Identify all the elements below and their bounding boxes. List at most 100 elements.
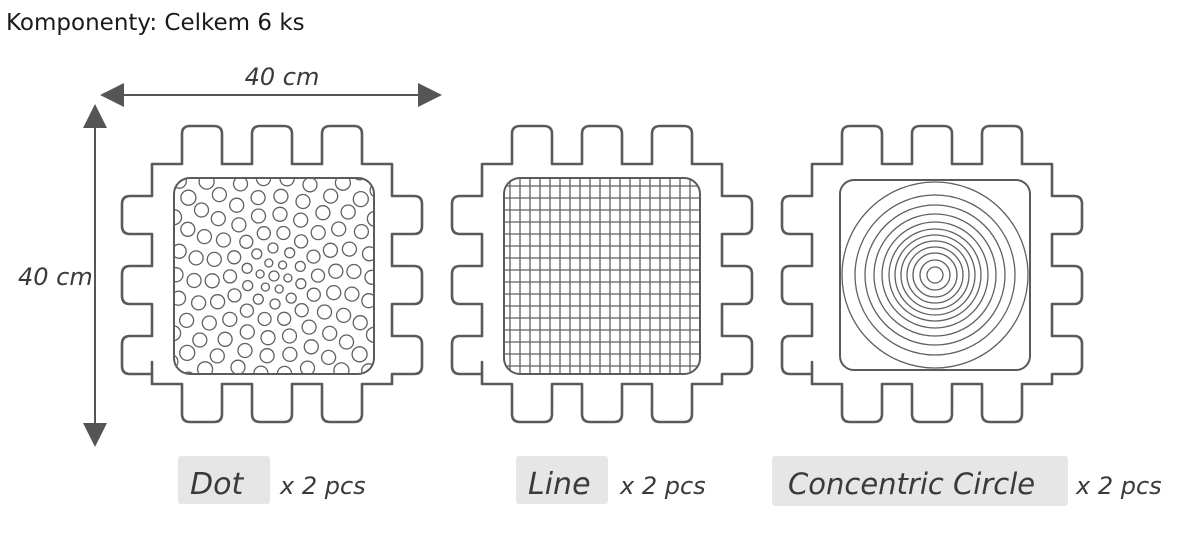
- dot-bump: [398, 346, 412, 360]
- concentric-pattern: [841, 181, 1029, 369]
- dot-bump: [209, 348, 225, 364]
- concentric-tile-inner: [839, 179, 1031, 371]
- dot-bump: [403, 201, 417, 215]
- dot-bump: [231, 217, 247, 233]
- dot-bump: [215, 232, 232, 248]
- dot-bump: [272, 206, 288, 222]
- dot-bump: [351, 346, 368, 363]
- dot-bump: [277, 260, 288, 270]
- dot-bump: [282, 346, 298, 363]
- dot-bump: [294, 303, 309, 318]
- dot-bump: [276, 365, 293, 374]
- dot-bump: [328, 263, 344, 279]
- dot-bump: [134, 288, 148, 302]
- dot-bump: [261, 135, 275, 149]
- line-tile-outline: [450, 124, 754, 424]
- dot-bump: [211, 186, 228, 203]
- dot-bump: [210, 210, 226, 227]
- concentric-ring: [912, 252, 958, 298]
- dot-bump: [227, 250, 242, 265]
- dot-bump: [306, 287, 321, 302]
- dot-bump: [294, 260, 306, 273]
- dot-bump: [418, 249, 432, 263]
- dot-bump: [320, 349, 337, 366]
- dot-bump: [295, 278, 307, 290]
- dot-bump: [196, 361, 214, 374]
- dot-bump: [400, 251, 414, 265]
- dot-bump: [174, 243, 187, 259]
- concentric-label: Concentric Circle: [788, 467, 1035, 501]
- concentric-tile-outline: [780, 124, 1084, 424]
- dot-bump: [236, 139, 250, 153]
- dot-bump: [196, 228, 213, 245]
- dot-bump: [397, 300, 411, 314]
- dot-bump: [377, 305, 392, 320]
- dot-bump: [253, 365, 269, 374]
- line-pattern: [504, 178, 700, 374]
- height-label: 40 cm: [18, 263, 93, 291]
- dot-bump: [416, 299, 430, 313]
- line-label-bg: [516, 456, 608, 504]
- dot-bump: [179, 344, 196, 362]
- dot-bump: [157, 232, 172, 247]
- dot-bump: [267, 153, 282, 168]
- dot-bump: [201, 315, 217, 331]
- dot-bump: [322, 325, 338, 342]
- dot-bump: [298, 399, 312, 413]
- dot-bump: [249, 402, 263, 416]
- dot-bump: [174, 267, 184, 283]
- dot-bump: [378, 345, 392, 359]
- dot-label: Dot: [190, 467, 244, 502]
- dot-bump: [122, 314, 136, 328]
- concentric-ring: [894, 234, 976, 316]
- dot-bump: [222, 269, 238, 284]
- concentric-ring: [873, 213, 997, 337]
- dot-bump: [125, 215, 139, 229]
- line-quantity: x 2 pcs: [619, 472, 706, 500]
- dot-bump: [230, 359, 246, 374]
- dot-bump: [174, 290, 187, 306]
- dot-bump: [351, 178, 368, 181]
- dot-bump: [333, 132, 347, 146]
- dot-bump: [168, 154, 182, 168]
- line-label: Line: [528, 467, 591, 502]
- dot-bump: [157, 193, 171, 207]
- dot-bump: [283, 273, 293, 283]
- concentric-ring: [841, 181, 1029, 369]
- concentric-ring: [854, 194, 1016, 356]
- dot-tile-outline: [120, 124, 424, 424]
- dot-bump: [331, 221, 347, 237]
- dot-bump: [361, 246, 374, 262]
- dot-bump: [180, 221, 196, 237]
- dot-bump: [269, 298, 281, 310]
- dot-bump: [295, 193, 311, 210]
- dot-bump: [224, 396, 238, 410]
- dot-bump: [204, 273, 220, 289]
- dot-bump: [377, 234, 392, 249]
- dot-bump: [340, 204, 356, 220]
- dot-bump: [361, 363, 374, 374]
- dot-bump: [174, 325, 182, 342]
- dot-bump: [346, 263, 362, 280]
- dot-bump: [186, 272, 202, 289]
- dot-bump: [217, 331, 233, 347]
- dot-bump: [293, 234, 309, 249]
- dot-bump: [137, 238, 151, 252]
- dot-bump: [300, 418, 314, 432]
- dot-bump: [151, 255, 166, 270]
- dot-label-bg: [178, 456, 270, 504]
- dot-bump: [293, 212, 309, 228]
- dot-bump: [260, 282, 271, 292]
- dot-bump: [225, 415, 239, 429]
- dot-quantity: x 2 pcs: [279, 472, 366, 500]
- dot-bump: [242, 279, 254, 292]
- dot-bump: [338, 334, 355, 350]
- dot-bump: [303, 339, 319, 355]
- dot-bump: [332, 152, 346, 166]
- dot-bump: [369, 182, 374, 199]
- dot-bump: [285, 292, 297, 304]
- dot-bump: [322, 242, 339, 258]
- width-label: 40 cm: [245, 63, 320, 91]
- dot-bump: [250, 189, 266, 206]
- dot-bump: [180, 371, 197, 374]
